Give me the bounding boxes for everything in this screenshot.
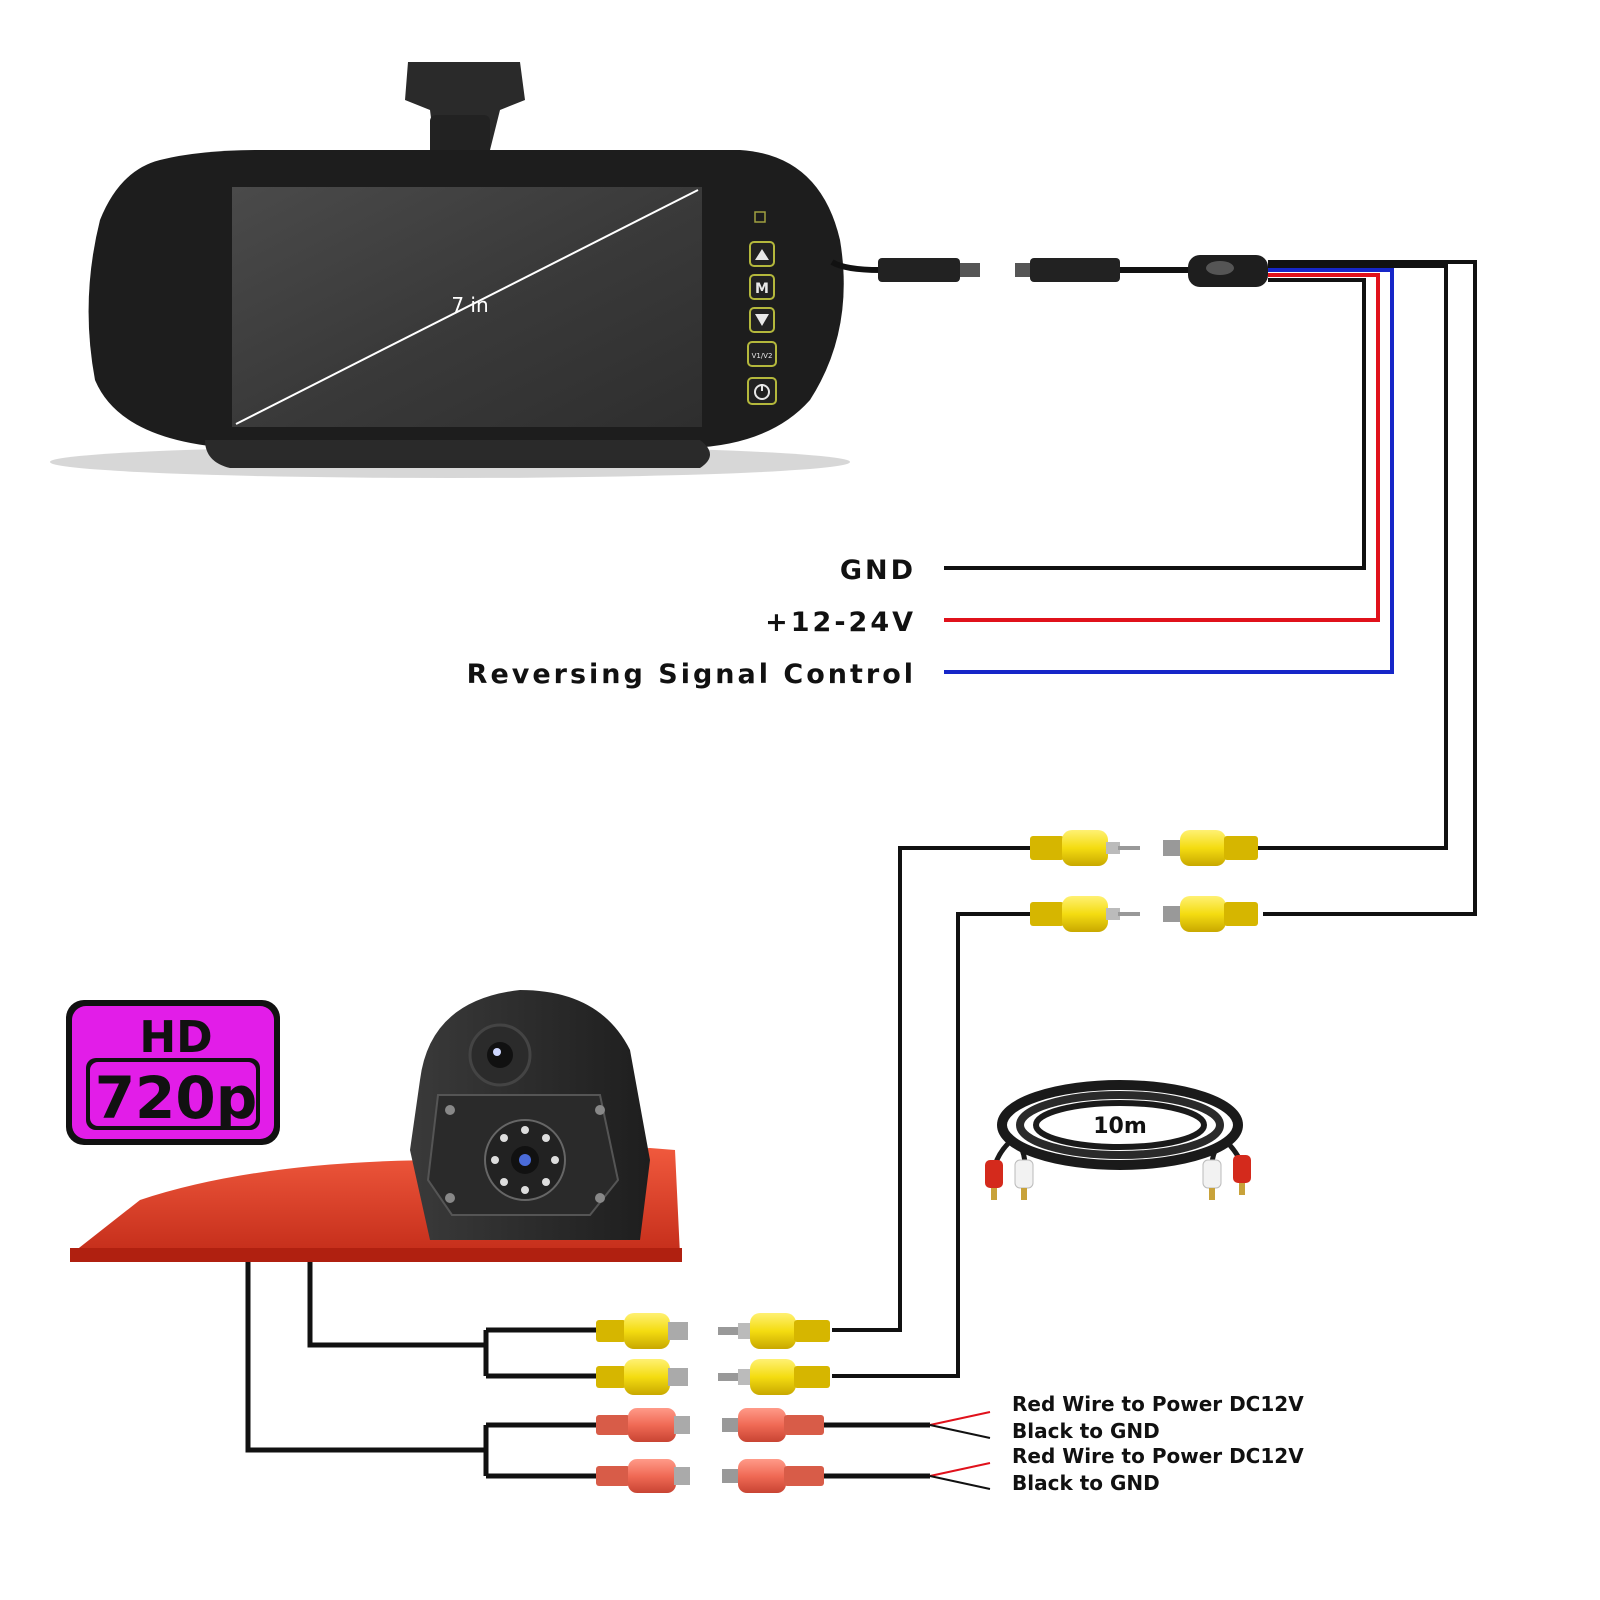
monitor-button-menu[interactable]: M (749, 274, 775, 300)
mid-rca-pair-1 (832, 830, 1258, 1332)
monitor-button-power[interactable] (747, 377, 777, 405)
rca-plug-yellow (1062, 830, 1108, 866)
camera-rca-row-1 (596, 1313, 830, 1349)
brake-light-camera (70, 990, 682, 1262)
camera-wiring (245, 1262, 600, 1479)
rearview-mirror-monitor: 7 in M V1/V2 (50, 62, 850, 478)
power-wire (944, 273, 1380, 622)
monitor-cable (830, 255, 1268, 287)
power-label: +12-24V (765, 607, 916, 638)
splitter-wires (944, 260, 1477, 916)
camera-rca-row-2 (596, 1359, 830, 1395)
dc-power-row-1 (596, 1408, 991, 1442)
screen-size-label: 7 in (451, 293, 488, 317)
power-note-2-black: Black to GND (1012, 1471, 1160, 1495)
hd-720p-badge: HD 720p (66, 1000, 280, 1145)
4pin-socket (1030, 258, 1120, 282)
gnd-label: GND (840, 555, 916, 586)
cable-length-label: 10m (1093, 1114, 1147, 1139)
monitor-button-v1v2[interactable]: V1/V2 (747, 341, 777, 367)
badge-hd: HD (139, 1012, 212, 1063)
up-arrow-icon (755, 249, 769, 260)
power-note-1-red: Red Wire to Power DC12V (1012, 1392, 1304, 1416)
video-wire-2 (1263, 260, 1477, 916)
dc-power-row-2 (596, 1459, 991, 1493)
4pin-plug (878, 258, 960, 282)
camera-lens-top (487, 1042, 513, 1068)
screen-diagonal (235, 189, 699, 425)
rca-socket-yellow (1180, 830, 1226, 866)
mid-rca-pair-2 (832, 896, 1258, 1378)
power-note-2-red: Red Wire to Power DC12V (1012, 1444, 1304, 1468)
reverse-label: Reversing Signal Control (467, 659, 916, 690)
monitor-button-up[interactable] (749, 241, 775, 267)
monitor-button-down[interactable] (749, 307, 775, 333)
down-arrow-icon (755, 314, 769, 326)
video-wire-1 (1257, 264, 1448, 850)
svg-text:M: M (755, 281, 769, 297)
svg-text:V1/V2: V1/V2 (752, 352, 773, 360)
cable-coil-10m: 10m (985, 1080, 1251, 1200)
reverse-wire (944, 268, 1394, 674)
power-note-1-black: Black to GND (1012, 1419, 1160, 1443)
gnd-wire (944, 278, 1366, 570)
badge-720p: 720p (95, 1064, 258, 1132)
